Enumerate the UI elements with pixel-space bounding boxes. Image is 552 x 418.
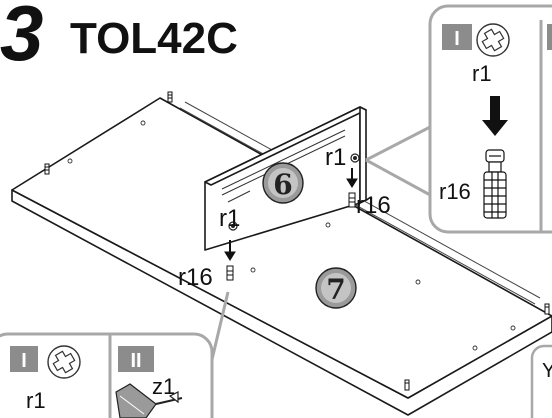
- label-r16-right: r16: [356, 192, 391, 219]
- cam-hole-icons: [228, 153, 360, 231]
- part-number-6: 6: [273, 168, 292, 201]
- arrow-down-icon: [224, 240, 236, 261]
- panel-7: [11, 97, 552, 416]
- label-r16-left: r16: [178, 264, 213, 291]
- phillips-screw-icon: [47, 345, 81, 379]
- step-box-ii: [547, 24, 552, 50]
- dowel-icons: [44, 91, 550, 391]
- step-label-i: I: [454, 28, 460, 50]
- dowel-icon: [544, 303, 550, 315]
- step-box-ii: [118, 346, 154, 372]
- detail-callout-partial: Y: [530, 344, 552, 418]
- label-r1-right: r1: [325, 144, 346, 171]
- step-box-i: [10, 346, 38, 372]
- dowel-icon: [44, 163, 50, 175]
- panel-7-holes: [67, 120, 516, 351]
- part-number-7: 7: [326, 273, 345, 306]
- detail-bottom-tool-label: z1: [152, 374, 175, 399]
- detail-callout-bottom: I r1 II z1: [0, 332, 214, 418]
- dowel-icon: [167, 91, 173, 103]
- step-label-ii: II: [130, 350, 141, 372]
- detail-top-fastener-label: r16: [439, 179, 471, 204]
- dowel-icon: [404, 379, 410, 391]
- detail-callout-top: I r1 r16: [428, 4, 552, 234]
- part-badge-7: 7: [315, 267, 357, 309]
- cam-dowel-icon: [226, 265, 234, 281]
- arrow-down-icon: [482, 96, 508, 136]
- part-badge-6: 6: [262, 162, 304, 204]
- cam-dowel-icon: [348, 192, 356, 208]
- cam-dowel-icon: [483, 149, 507, 219]
- detail-top-screw-label: r1: [472, 61, 492, 86]
- arrow-down-icon: [346, 168, 358, 188]
- step-label-i: I: [21, 350, 27, 372]
- screwdriver-icon: [115, 383, 183, 418]
- detail-bottom-screw-label: r1: [26, 388, 46, 413]
- phillips-screw-icon: [476, 23, 510, 57]
- step-number: 3: [0, 0, 44, 77]
- detail-partial-step-label: Y: [542, 360, 552, 382]
- label-r1-left: r1: [219, 205, 240, 232]
- model-code: TOL42C: [70, 14, 238, 63]
- step-box-i: [442, 24, 472, 50]
